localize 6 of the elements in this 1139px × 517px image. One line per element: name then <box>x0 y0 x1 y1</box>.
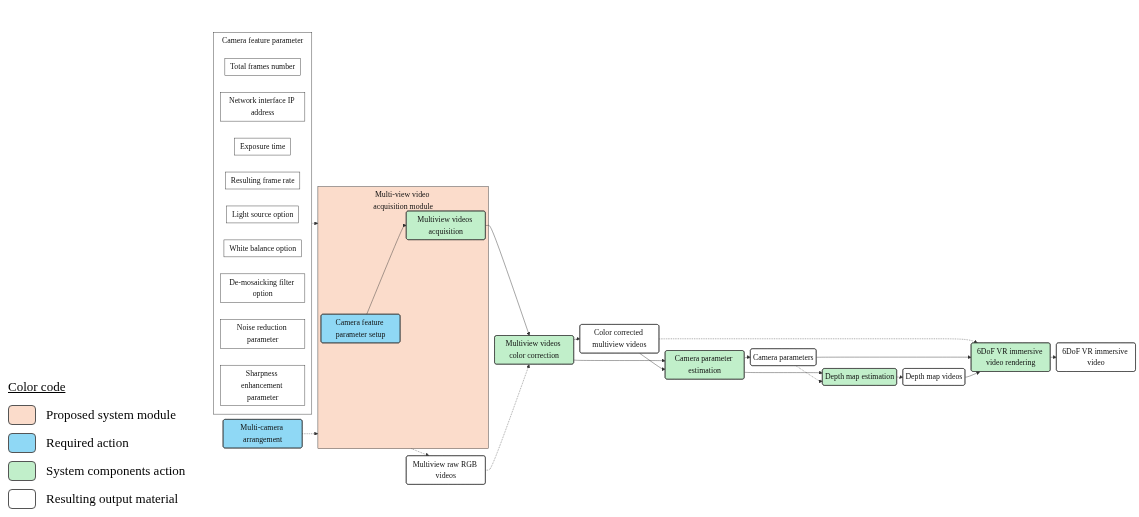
arrow <box>573 336 581 341</box>
legend-text: Required action <box>46 435 129 451</box>
legend-text: System components action <box>46 463 186 479</box>
legend-title: Color code <box>8 379 67 395</box>
legend-text: Resulting output material <box>46 491 179 507</box>
legend-text: Proposed system module <box>46 407 176 423</box>
